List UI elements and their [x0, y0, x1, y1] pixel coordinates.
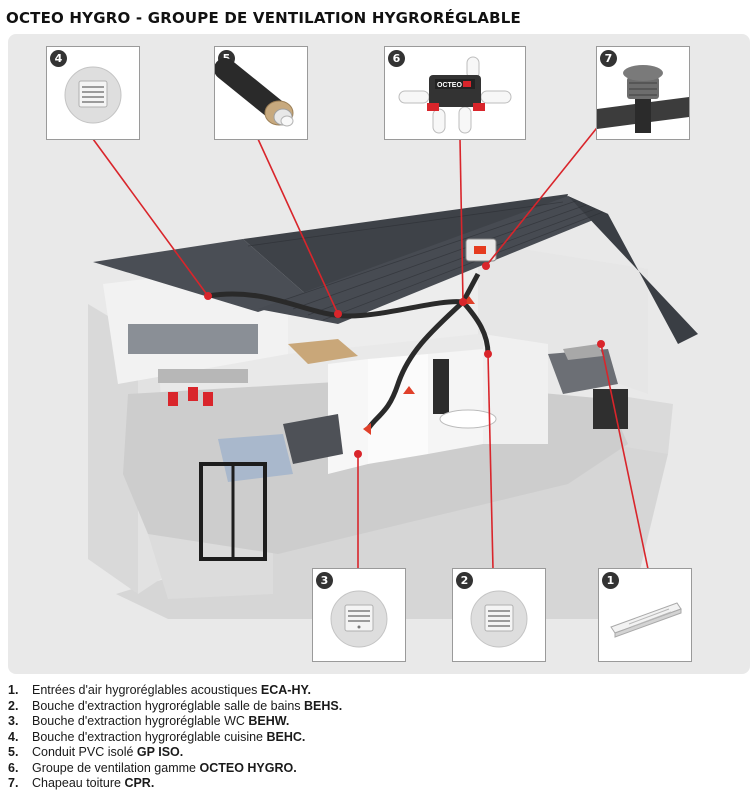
ventilation-unit-icon: OCTEO [398, 56, 512, 134]
legend: 1. Entrées d'air hygroréglables acoustiqu… [8, 683, 342, 792]
legend-number: 2. [8, 698, 19, 713]
legend-item: 5. Conduit PVC isolé GP ISO. [8, 745, 342, 761]
bedroom-window [593, 389, 628, 429]
legend-code: BEHS. [304, 698, 343, 713]
air-flow-arrow [363, 423, 371, 435]
bathtub [439, 409, 497, 429]
kitchen-duct [207, 291, 464, 319]
callout-bathroom-vent: 2 [452, 568, 546, 662]
legend-text: Conduit PVC isolé [32, 745, 137, 759]
callout-number: 4 [50, 50, 67, 67]
sofa [283, 414, 343, 464]
callout-number: 1 [602, 572, 619, 589]
legend-number: 5. [8, 745, 19, 759]
callout-air-inlet: 1 [598, 568, 692, 662]
legend-item: 1. Entrées d'air hygroréglables acoustiqu… [8, 683, 342, 699]
callout-number: 3 [316, 572, 333, 589]
legend-number: 6. [8, 760, 19, 775]
callout-insulated-duct: 5 [214, 46, 308, 140]
wc-duct [365, 300, 465, 431]
legend-code: GP ISO. [136, 745, 184, 759]
legend-number: 4. [8, 729, 19, 744]
bathroom-door [433, 359, 449, 414]
roof-right [568, 196, 698, 344]
kitchen-counter [128, 324, 258, 354]
legend-text: Bouche d'extraction hygroréglable cuisin… [32, 729, 267, 744]
legend-code: BEHW. [248, 714, 290, 728]
callout-ventilation-unit: 6 OCTEO [384, 46, 526, 140]
callout-number: 2 [456, 572, 473, 589]
unit-brand-label: OCTEO [437, 82, 462, 89]
roof-cap-icon [597, 65, 689, 133]
wc-extraction-vent-icon [330, 590, 388, 648]
callout-wc-vent: 3 [312, 568, 406, 662]
front-wall [148, 534, 273, 599]
bathroom-duct [461, 300, 491, 355]
legend-text: Bouche d'extraction hygroréglable salle … [32, 698, 305, 713]
bathroom-extraction-vent-icon [470, 590, 528, 648]
legend-code: CPR. [124, 776, 155, 790]
page-title: OCTEO HYGRO - GROUPE DE VENTILATION HYGR… [6, 9, 521, 27]
legend-text: Chapeau toiture [32, 776, 125, 790]
legend-item: 7. Chapeau toiture CPR. [8, 776, 342, 792]
bed [548, 349, 618, 394]
legend-text: Groupe de ventilation gamme [32, 760, 200, 775]
legend-text: Entrées d'air hygroréglables acoustiques [32, 683, 261, 697]
pointer-lines [92, 123, 649, 570]
legend-text: Bouche d'extraction hygroréglable WC [32, 714, 249, 728]
legend-item: 2. Bouche d'extraction hygroréglable sall… [8, 699, 342, 715]
kitchen-extraction-vent-icon [64, 66, 122, 124]
house-cutaway-illustration [88, 123, 698, 619]
dining-table [288, 339, 358, 364]
callout-number: 7 [600, 50, 617, 67]
legend-number: 1. [8, 683, 19, 697]
legend-item: 4. Bouche d'extraction hygroréglable cuis… [8, 730, 342, 746]
air-inlet-icon [610, 602, 682, 638]
legend-number: 3. [8, 714, 19, 728]
legend-item: 3. Bouche d'extraction hygroréglable WC B… [8, 714, 342, 730]
insulated-duct-icon [215, 58, 294, 127]
legend-code: BEHC. [266, 729, 306, 744]
rug [218, 434, 293, 482]
legend-code: OCTEO HYGRO. [199, 760, 297, 775]
callout-number: 6 [388, 50, 405, 67]
callout-kitchen-vent: 4 [46, 46, 140, 140]
callout-roof-cap: 7 [596, 46, 690, 140]
legend-item: 6. Groupe de ventilation gamme OCTEO HYGR… [8, 761, 342, 777]
legend-number: 7. [8, 776, 19, 790]
legend-code: ECA-HY. [260, 683, 311, 697]
